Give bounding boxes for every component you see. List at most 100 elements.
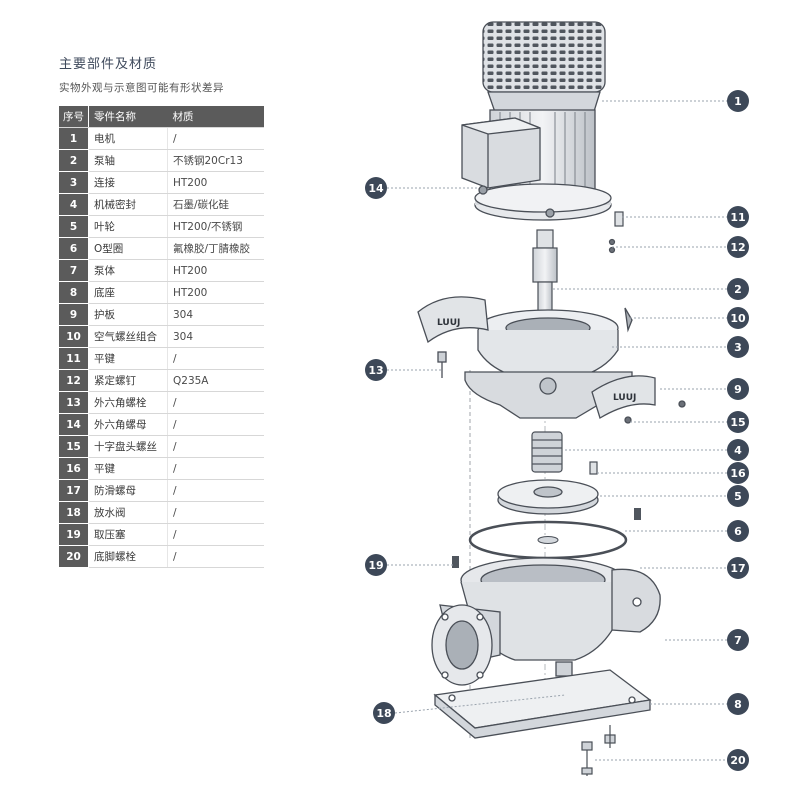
table-header-row: 序号 零件名称 材质 bbox=[59, 106, 264, 128]
callout-circle bbox=[727, 236, 749, 258]
row-number: 19 bbox=[59, 523, 89, 546]
row-part-name: 空气螺丝组合 bbox=[88, 325, 168, 348]
callout-number: 9 bbox=[734, 383, 742, 396]
callout-circle bbox=[727, 629, 749, 651]
callout-number: 19 bbox=[368, 559, 383, 572]
row-number: 7 bbox=[59, 259, 89, 282]
row-number: 3 bbox=[59, 171, 89, 194]
callout-number: 5 bbox=[734, 490, 742, 503]
callout-badge: 12 bbox=[727, 236, 749, 258]
callout-badge: 4 bbox=[727, 439, 749, 461]
row-part-name: 泵体 bbox=[88, 259, 168, 282]
section-title: 主要部件及材质 bbox=[59, 57, 158, 72]
connection-bracket bbox=[437, 307, 633, 419]
callout-badge: 1 bbox=[727, 90, 749, 112]
callout-number: 20 bbox=[730, 754, 746, 767]
callout-badge: 18 bbox=[373, 702, 395, 724]
callout-number: 1 bbox=[734, 95, 742, 108]
row-part-name: 平键 bbox=[88, 457, 168, 480]
row-material: HT200/不锈钢 bbox=[167, 215, 264, 238]
callout-number: 18 bbox=[376, 707, 391, 720]
row-part-name: 底座 bbox=[88, 281, 168, 304]
row-number: 18 bbox=[59, 501, 89, 524]
callout-number: 14 bbox=[368, 182, 384, 195]
callout-badge: 5 bbox=[727, 485, 749, 507]
callout-number: 12 bbox=[730, 241, 745, 254]
row-part-name: 防滑螺母 bbox=[88, 479, 168, 502]
foot-bolts bbox=[581, 725, 616, 776]
callout-number: 2 bbox=[734, 283, 742, 296]
row-part-name: 取压塞 bbox=[88, 523, 168, 546]
callout-badge: 2 bbox=[727, 278, 749, 300]
callout-circle bbox=[373, 702, 395, 724]
callout-badge: 20 bbox=[727, 749, 749, 771]
callout-badge: 9 bbox=[727, 378, 749, 400]
callout-badge: 16 bbox=[727, 462, 749, 484]
callout-circle bbox=[727, 336, 749, 358]
row-number: 20 bbox=[59, 545, 89, 568]
row-number: 9 bbox=[59, 303, 89, 326]
row-part-name: 紧定螺钉 bbox=[88, 369, 168, 392]
callout-badge: 19 bbox=[365, 554, 387, 576]
callout-circle bbox=[727, 411, 749, 433]
row-number: 6 bbox=[59, 237, 89, 260]
row-number: 11 bbox=[59, 347, 89, 370]
row-part-name: O型圈 bbox=[88, 237, 168, 260]
row-number: 4 bbox=[59, 193, 89, 216]
row-part-name: 泵轴 bbox=[88, 149, 168, 172]
callout-number: 13 bbox=[368, 364, 383, 377]
row-material: / bbox=[167, 127, 264, 150]
row-material: / bbox=[167, 523, 264, 546]
callout-circle bbox=[727, 462, 749, 484]
row-part-name: 机械密封 bbox=[88, 193, 168, 216]
callout-number: 10 bbox=[730, 312, 746, 325]
callout-number: 17 bbox=[730, 562, 745, 575]
row-part-name: 平键 bbox=[88, 347, 168, 370]
callout-leaders bbox=[387, 100, 727, 761]
callout-circle bbox=[727, 557, 749, 579]
callout-circle bbox=[727, 278, 749, 300]
callout-number: 4 bbox=[734, 444, 742, 457]
callout-number: 11 bbox=[730, 211, 745, 224]
callout-badge: 14 bbox=[365, 177, 387, 199]
row-number: 13 bbox=[59, 391, 89, 414]
row-number: 17 bbox=[59, 479, 89, 502]
impeller bbox=[497, 479, 599, 515]
callout-badge: 3 bbox=[727, 336, 749, 358]
callout-circle bbox=[727, 206, 749, 228]
row-part-name: 护板 bbox=[88, 303, 168, 326]
callout-badge: 8 bbox=[727, 693, 749, 715]
callout-circle bbox=[727, 307, 749, 329]
callout-number: 6 bbox=[734, 525, 742, 538]
callout-badge: 11 bbox=[727, 206, 749, 228]
guard-plate-right: LUUJ bbox=[591, 375, 686, 424]
row-material: / bbox=[167, 501, 264, 524]
pump-body bbox=[431, 557, 661, 703]
guard-logo-left: LUUJ bbox=[437, 318, 460, 328]
callout-number: 15 bbox=[730, 416, 745, 429]
row-material: HT200 bbox=[167, 171, 264, 194]
callout-number: 3 bbox=[734, 341, 742, 354]
row-number: 10 bbox=[59, 325, 89, 348]
callout-circle bbox=[365, 359, 387, 381]
callout-circle bbox=[727, 693, 749, 715]
callout-circle bbox=[365, 177, 387, 199]
callout-circle bbox=[727, 90, 749, 112]
callout-badge: 10 bbox=[727, 307, 749, 329]
row-material: 不锈钢20Cr13 bbox=[167, 149, 264, 172]
base-plate bbox=[433, 669, 652, 739]
row-number: 12 bbox=[59, 369, 89, 392]
callout-leader-line bbox=[394, 694, 566, 714]
